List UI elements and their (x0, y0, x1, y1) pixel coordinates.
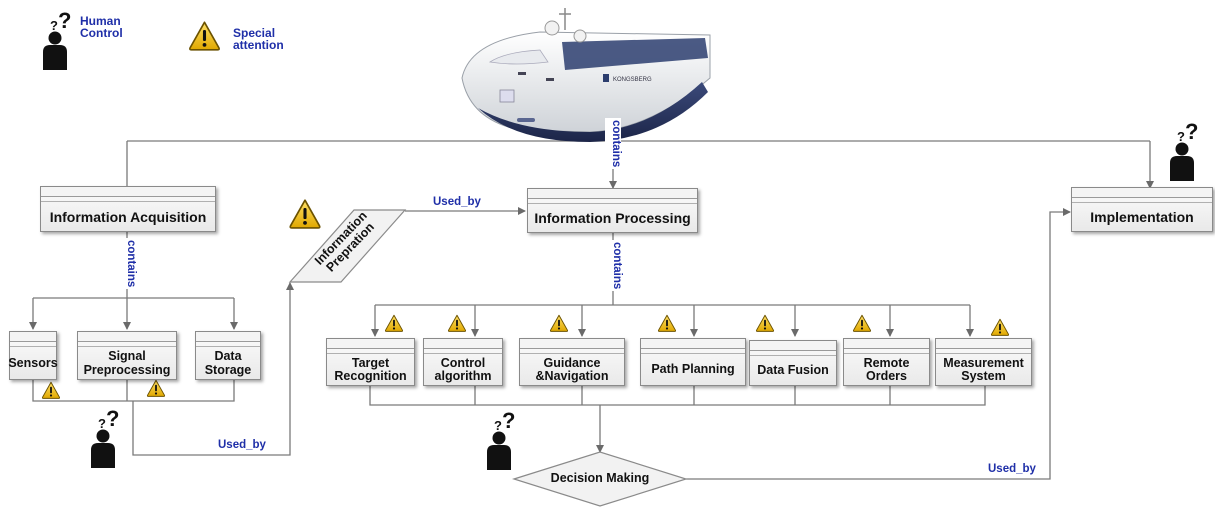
used-by-sensors-label: Used_by (218, 439, 266, 451)
human-question-icon (43, 10, 72, 70)
legend-special-attention-label: Special attention (233, 26, 284, 52)
sensors-box: Sensors (8, 331, 58, 380)
implementation-label: Implementation (1090, 209, 1194, 226)
guidance-navigation-label: Guidance &Navigation (535, 355, 609, 383)
remote-orders-label: Remote Orders (863, 355, 910, 383)
warning-icon (189, 21, 220, 51)
warning-icon (755, 314, 775, 332)
remote-orders-box: Remote Orders (843, 338, 930, 386)
warning-icon (41, 381, 61, 399)
information-preparation-shape (288, 209, 407, 283)
decision-making-label: Decision Making (550, 471, 650, 485)
ship-brand-text: KONGSBERG (613, 77, 652, 83)
warning-icon (549, 314, 569, 332)
sensors-label: Sensors (8, 355, 58, 370)
target-recognition-box: Target Recognition (326, 338, 415, 386)
data-fusion-label: Data Fusion (757, 363, 829, 378)
implementation-box: Implementation (1071, 187, 1213, 232)
control-algorithm-box: Control algorithm (423, 338, 503, 386)
measurement-system-label: Measurement System (943, 355, 1024, 383)
path-planning-box: Path Planning (640, 338, 746, 386)
used-by-decision-label: Used_by (988, 463, 1036, 475)
information-processing-label: Information Processing (534, 210, 691, 227)
contains-top-label: contains (605, 118, 622, 170)
contains-acquisition-label: contains (120, 238, 137, 290)
human-question-icon (91, 406, 120, 468)
information-acquisition-label: Information Acquisition (49, 208, 207, 225)
information-acquisition-box: Information Acquisition (40, 186, 216, 232)
contains-processing-label: contains (606, 240, 623, 292)
warning-icon (289, 199, 321, 229)
path-planning-label: Path Planning (651, 362, 735, 377)
signal-preprocessing-label: Signal Preprocessing (83, 349, 171, 377)
warning-icon (447, 314, 467, 332)
human-question-icon (1170, 119, 1199, 181)
warning-icon (990, 318, 1010, 336)
signal-preprocessing-box: Signal Preprocessing (77, 331, 177, 380)
used-by-preparation-label: Used_by (433, 196, 481, 208)
autonomous-ship-icon: KONGSBERG (461, 8, 711, 142)
human-question-icon (487, 408, 516, 470)
warning-icon (657, 314, 677, 332)
legend-human-control-label: Human Control (80, 14, 123, 40)
data-fusion-box: Data Fusion (749, 340, 837, 386)
target-recognition-label: Target Recognition (334, 355, 407, 383)
measurement-system-box: Measurement System (935, 338, 1032, 386)
control-algorithm-label: Control algorithm (434, 355, 492, 383)
data-storage-box: Data Storage (195, 331, 261, 380)
warning-icon (852, 314, 872, 332)
guidance-navigation-box: Guidance &Navigation (519, 338, 625, 386)
data-storage-label: Data Storage (204, 349, 252, 377)
warning-icon (384, 314, 404, 332)
warning-icon (146, 379, 166, 397)
information-processing-box: Information Processing (527, 188, 698, 233)
decision-making-shape (511, 451, 689, 507)
